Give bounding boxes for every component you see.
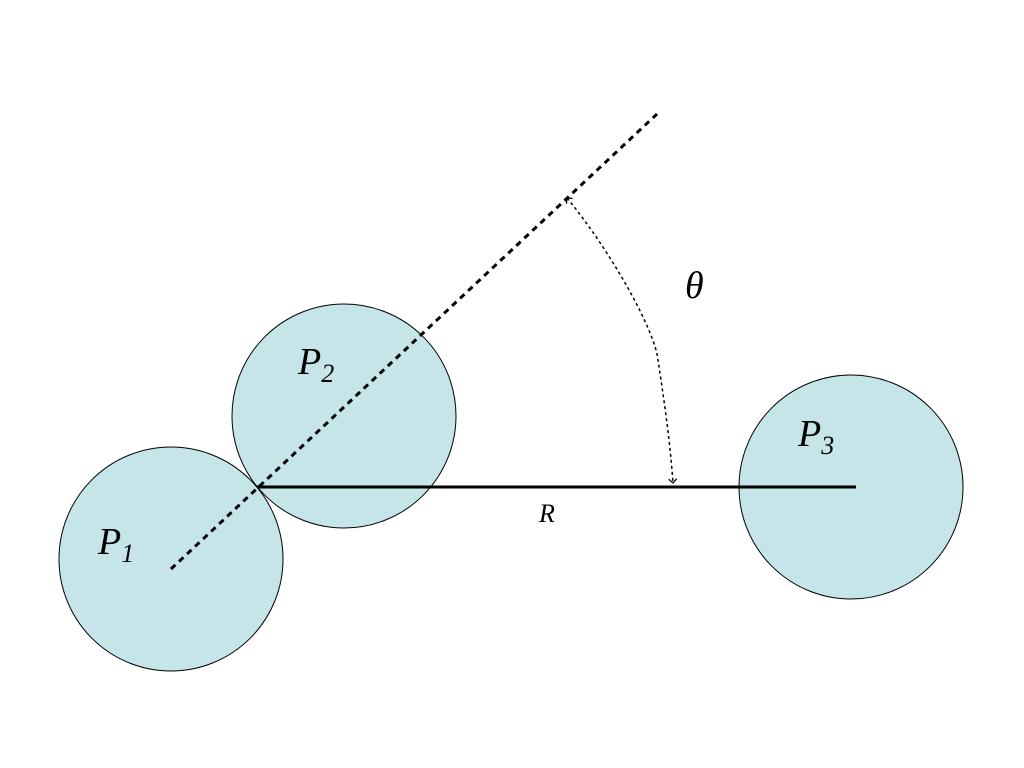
angle-theta-label: θ	[685, 265, 704, 307]
bond-axis-dashed-line	[169, 112, 659, 571]
particle-p2-circle	[231, 303, 457, 529]
angle-theta-arc	[565, 197, 678, 484]
distance-r-label: R	[538, 499, 555, 528]
particle-p3-label: P3	[797, 413, 834, 460]
particle-p1-circle	[58, 446, 284, 672]
particle-p1-label: P1	[97, 521, 134, 568]
particle-p2-label: P2	[297, 341, 334, 388]
